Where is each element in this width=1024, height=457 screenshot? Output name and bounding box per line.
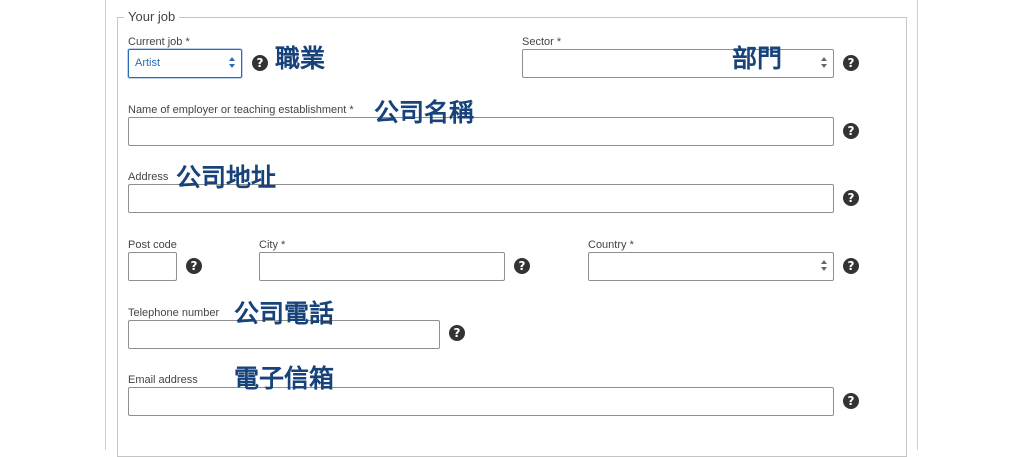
address-label: Address xyxy=(128,171,169,183)
address-help-icon[interactable]: ? xyxy=(843,190,859,206)
fieldset-legend: Your job xyxy=(124,9,180,24)
email-input[interactable] xyxy=(128,387,834,416)
sector-annotation: 部門 xyxy=(732,44,783,73)
city-input[interactable] xyxy=(259,252,505,281)
employer-label: Name of employer or teaching establishme… xyxy=(128,104,354,116)
telephone-annotation: 公司電話 xyxy=(234,299,335,328)
current-job-annotation: 職業 xyxy=(275,44,326,73)
current-job-select[interactable]: Artist xyxy=(128,49,242,78)
sector-label: Sector * xyxy=(522,36,562,48)
employer-help-icon[interactable]: ? xyxy=(843,123,859,139)
select-arrows-icon xyxy=(821,259,827,273)
country-select[interactable] xyxy=(588,252,834,281)
post-code-label: Post code xyxy=(128,239,177,251)
current-job-help-icon[interactable]: ? xyxy=(252,55,268,71)
email-annotation: 電子信箱 xyxy=(234,364,335,393)
email-help-icon[interactable]: ? xyxy=(843,393,859,409)
post-code-input[interactable] xyxy=(128,252,177,281)
address-annotation: 公司地址 xyxy=(176,163,277,192)
telephone-help-icon[interactable]: ? xyxy=(449,325,465,341)
post-code-help-icon[interactable]: ? xyxy=(186,258,202,274)
employer-input[interactable] xyxy=(128,117,834,146)
country-label: Country * xyxy=(588,239,634,251)
address-input[interactable] xyxy=(128,184,834,213)
select-arrows-icon xyxy=(229,56,235,70)
select-arrows-icon xyxy=(821,56,827,70)
country-help-icon[interactable]: ? xyxy=(843,258,859,274)
current-job-label: Current job * xyxy=(128,36,190,48)
form-container xyxy=(105,0,918,450)
current-job-value: Artist xyxy=(135,57,161,69)
city-help-icon[interactable]: ? xyxy=(514,258,530,274)
sector-select[interactable] xyxy=(522,49,834,78)
sector-help-icon[interactable]: ? xyxy=(843,55,859,71)
employer-annotation: 公司名稱 xyxy=(374,98,475,127)
email-label: Email address xyxy=(128,374,198,386)
telephone-label: Telephone number xyxy=(128,307,220,319)
city-label: City * xyxy=(259,239,286,251)
telephone-input[interactable] xyxy=(128,320,440,349)
